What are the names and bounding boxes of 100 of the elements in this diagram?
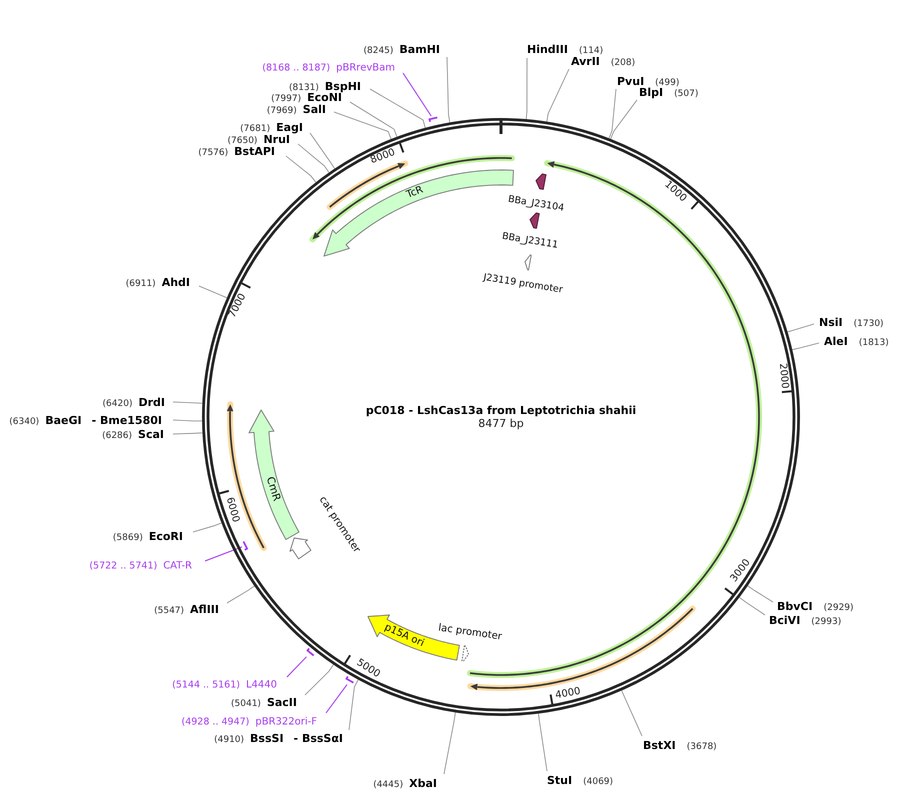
enzyme-name: AflIII (190, 603, 219, 616)
enzyme-name: PvuI (617, 75, 644, 88)
enzyme-name: EagI (276, 121, 303, 134)
enzyme-name: BstAPI (234, 145, 275, 158)
site-position: (6911) (126, 278, 156, 290)
site-position: (8245) (363, 45, 394, 57)
leader-line (310, 132, 336, 169)
tick-label: 7000 (228, 292, 249, 320)
leader-line (446, 56, 450, 123)
site-position: (208) (610, 57, 636, 69)
leader-line (226, 586, 255, 604)
site-position: (4910) (214, 734, 244, 746)
enzyme-name: EcoRI (148, 530, 183, 543)
primer-name: CAT-R (163, 560, 192, 572)
feature-label: CmR (264, 476, 282, 502)
enzyme-name: NsiI (819, 316, 843, 329)
enzyme-name: BssSI (250, 732, 284, 745)
enzyme-name: BspHI (324, 80, 361, 93)
leader-line (538, 713, 548, 772)
enzyme-name: BlpI (639, 86, 664, 99)
enzyme-name: BciVI (769, 614, 800, 627)
leader-line (402, 72, 432, 117)
primer-name: L4440 (246, 678, 277, 692)
tick-label: 8000 (370, 148, 398, 166)
primer-mark (242, 540, 249, 552)
site-position: (114) (578, 45, 604, 57)
site-position: (2929) (824, 602, 854, 614)
site-position: (499) (655, 77, 680, 88)
site-position: (8131) (288, 82, 319, 93)
primer-position: (5722 .. 5741) (89, 560, 158, 572)
primer-name: pBRrevBam (336, 62, 395, 74)
site-position: (3678) (686, 741, 717, 753)
leader-line (172, 432, 203, 434)
site-position: (7681) (240, 123, 270, 135)
feature-label: BBa_J23104 (507, 194, 565, 214)
site-position: (7576) (198, 147, 228, 159)
site-position: (5869) (112, 532, 143, 544)
leader-line (286, 156, 316, 183)
enzyme-name: BbvCI (777, 600, 813, 613)
leader-line (298, 144, 330, 173)
enzyme-name: AhdI (162, 276, 190, 289)
leader-line (608, 88, 616, 139)
site-position: (6420) (102, 398, 132, 410)
enzyme-name: ScaI (138, 428, 164, 441)
site-position: (6340) (9, 416, 40, 428)
feature-label: p15A ori (382, 622, 425, 649)
leader-line (334, 112, 392, 140)
enzyme-name: EcoNI (307, 91, 342, 104)
enzyme-name: AleI (824, 335, 848, 348)
tick-label: 4000 (554, 686, 582, 702)
leader-line (792, 342, 820, 350)
enzyme-name: DrdI (138, 396, 165, 409)
leader-line (610, 100, 638, 140)
leader-line (304, 664, 334, 696)
site-position: (2993) (811, 616, 842, 628)
enzyme-name: - BssSαI (294, 732, 343, 745)
leader-line (286, 656, 307, 678)
enzyme-name: - Bme1580I (92, 414, 162, 427)
enzyme-name: HindIII (527, 43, 568, 56)
enzyme-name: XbaI (409, 777, 437, 790)
tick-label: 2000 (776, 362, 790, 389)
primer-position: (8168 .. 8187) (262, 62, 330, 74)
leader-line (198, 286, 228, 298)
primer-name: pBR322ori-F (255, 716, 317, 728)
tick-label: 6000 (223, 496, 240, 524)
primer-mark (345, 675, 356, 685)
site-position: (7650) (228, 135, 258, 147)
leader-line (350, 102, 398, 138)
leader-line (444, 712, 456, 774)
feature-label: TcR (405, 186, 425, 202)
site-position: (6286) (102, 430, 132, 442)
enzyme-name: SacII (266, 696, 297, 709)
enzyme-name: BstXI (643, 739, 676, 752)
leader-line (204, 546, 242, 562)
feature-label: BBa_J23111 (501, 232, 558, 251)
leader-line (621, 690, 642, 736)
leader-line (348, 679, 359, 730)
primer-mark (306, 647, 316, 658)
site-position: (4445) (373, 779, 404, 791)
enzyme-name: BaeGI (45, 414, 82, 427)
leader-line (172, 420, 202, 422)
site-position: (7997) (271, 93, 302, 105)
site-position: (4069) (583, 776, 614, 788)
primer-position: (5144 .. 5161) (172, 680, 240, 692)
enzyme-name: BamHI (399, 43, 440, 56)
leader-line (747, 585, 774, 602)
plasmid-name: pC018 - LshCas13a from Leptotrichia shahii (366, 404, 636, 417)
feature-label: lac promoter (438, 623, 502, 642)
site-position: (1730) (854, 318, 884, 330)
leader-line (192, 522, 222, 532)
site-position: (1813) (858, 337, 889, 349)
leader-line (326, 684, 348, 714)
leader-line (739, 597, 766, 616)
plasmid-size: 8477 bp (478, 417, 524, 430)
leader-line (546, 68, 570, 122)
enzyme-name: AvrII (571, 55, 600, 68)
feature-label: J23119 promoter (482, 272, 563, 295)
primer-mark (428, 116, 440, 124)
primer-position: (4928 .. 4947) (182, 716, 250, 728)
enzyme-name: StuI (547, 774, 572, 787)
